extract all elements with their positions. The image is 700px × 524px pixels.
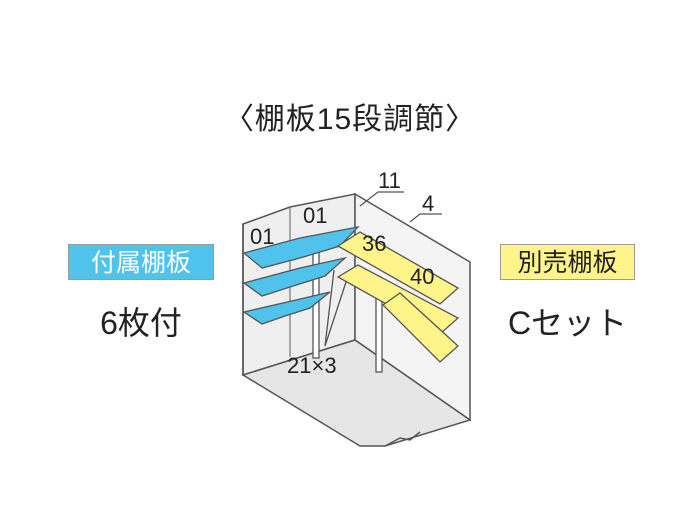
page-title: 〈棚板15段調節〉 xyxy=(223,103,477,136)
leader-line-21x3-b xyxy=(324,281,347,347)
included-shelf-middle xyxy=(242,256,348,297)
floor xyxy=(241,339,472,447)
leader-line-4 xyxy=(409,213,442,223)
included-shelf-badge: 付属棚板 xyxy=(68,244,214,280)
optional-shelf-set: Cセット xyxy=(507,305,628,341)
leader-line-11 xyxy=(359,191,404,207)
label-21x3: 21×3 xyxy=(287,353,337,378)
optional-shelf-top xyxy=(336,231,460,305)
label-01-left: 01 xyxy=(250,224,274,249)
optional-shelf-badge: 別売棚板 xyxy=(500,244,635,280)
label-01-right: 01 xyxy=(303,203,327,228)
label-40: 40 xyxy=(410,264,434,289)
included-shelf-bottom xyxy=(242,291,331,325)
optional-shelf-bottom xyxy=(381,292,459,363)
label-4: 4 xyxy=(422,191,434,216)
included-shelf-count: 6枚付 xyxy=(100,305,182,341)
label-11: 11 xyxy=(378,168,401,193)
door-sill xyxy=(384,431,421,447)
leader-line-21x3-a xyxy=(324,269,335,347)
label-36: 36 xyxy=(362,231,386,256)
